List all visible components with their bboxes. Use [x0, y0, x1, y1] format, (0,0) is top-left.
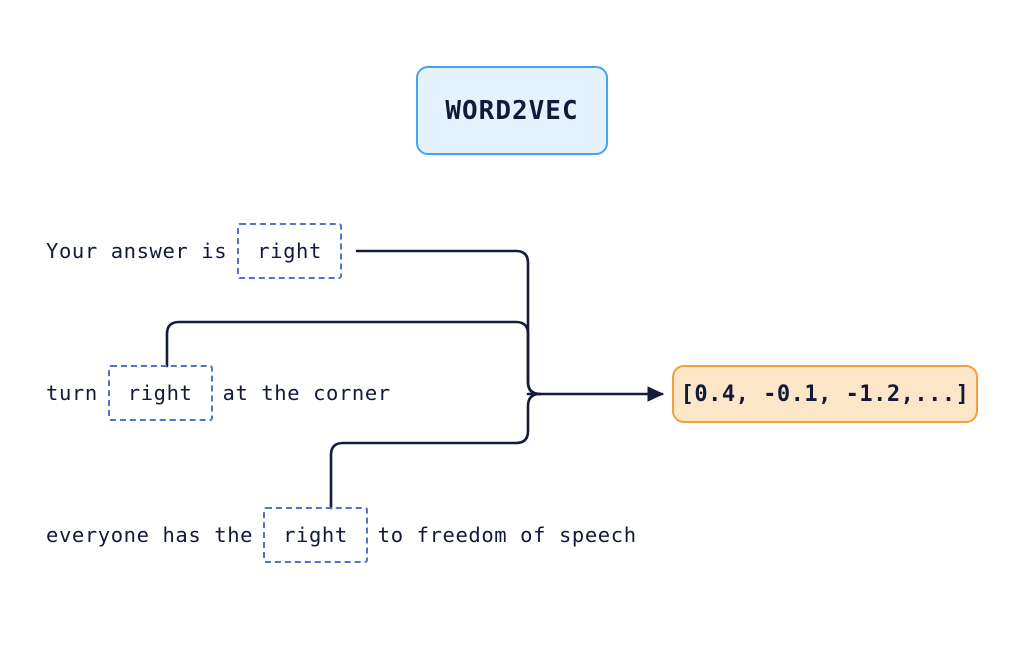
embedding-vector-label: [0.4, -0.1, -1.2,...]: [680, 381, 970, 407]
sentence-3-suffix: to freedom of speech: [377, 523, 637, 547]
sentence-1-prefix: Your answer is: [46, 239, 228, 263]
embedding-vector-box: [0.4, -0.1, -1.2,...]: [672, 365, 978, 423]
sentence-row-1: Your answer is right: [46, 223, 342, 279]
sentence-row-3: everyone has the right to freedom of spe…: [46, 507, 637, 563]
word2vec-label: WORD2VEC: [445, 95, 579, 126]
sentence-3-prefix: everyone has the: [46, 523, 254, 547]
word2vec-title-box: WORD2VEC: [416, 66, 608, 155]
sentence-2-suffix: at the corner: [222, 381, 391, 405]
sentence-row-2: turn right at the corner: [46, 365, 391, 421]
target-word-box-1[interactable]: right: [237, 223, 342, 279]
target-word-box-2[interactable]: right: [107, 365, 213, 421]
sentence-2-prefix: turn: [46, 381, 98, 405]
target-word-box-3[interactable]: right: [263, 507, 368, 563]
